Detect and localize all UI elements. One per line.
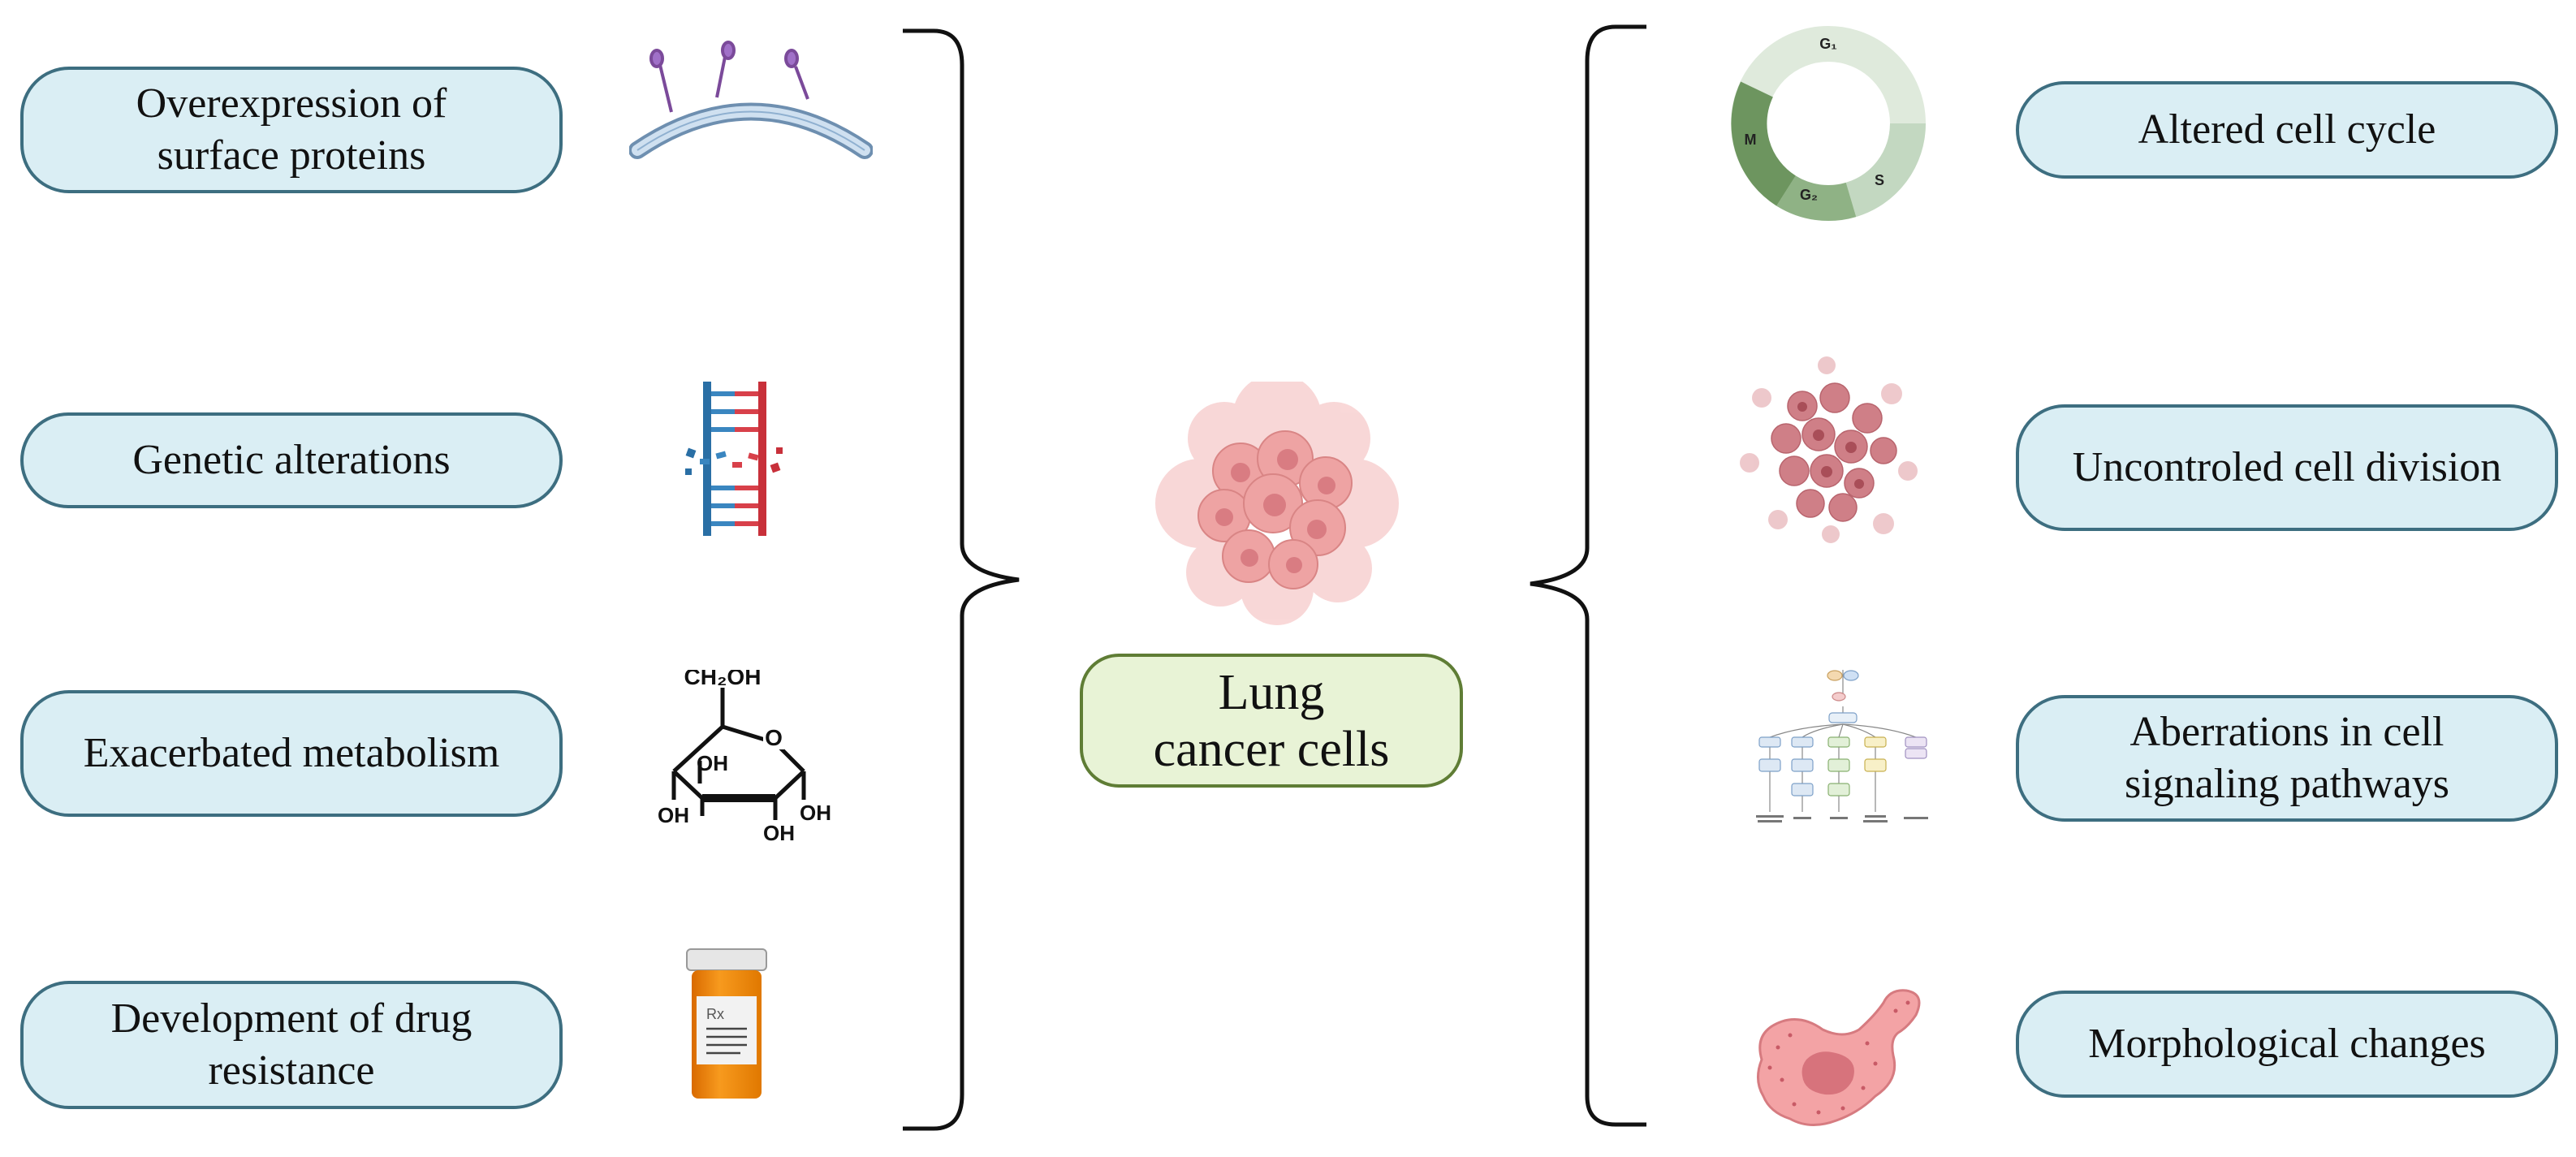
altered-cell-cycle-box: Altered cell cycle xyxy=(2016,81,2558,179)
center-label-line2: cancer cells xyxy=(1153,721,1390,777)
m-label: M xyxy=(1745,132,1757,148)
glucose-molecule-icon: CH₂OH O OH OH OH OH xyxy=(658,670,831,845)
box-label-line1: Exacerbated metabolism xyxy=(83,730,500,776)
uncontrolled-cell-division-box: Uncontroled cell division xyxy=(2016,404,2558,531)
box-label-line1: Uncontroled cell division xyxy=(2072,444,2502,490)
pill-bottle-icon: Rx xyxy=(686,948,767,1099)
rx-label: Rx xyxy=(706,1006,724,1022)
ch2oh-label: CH₂OH xyxy=(684,670,762,689)
oh-label-2: OH xyxy=(763,821,795,845)
box-label-line1: Altered cell cycle xyxy=(2138,106,2436,153)
cell-cycle-icon: G₁ S G₂ M xyxy=(1731,26,1927,222)
box-label-line1: Overexpression of xyxy=(136,80,447,127)
genetic-alterations-box: Genetic alterations xyxy=(20,412,563,508)
dna-icon xyxy=(685,382,783,536)
box-label-line1: Morphological changes xyxy=(2088,1021,2486,1067)
morphological-changes-box: Morphological changes xyxy=(2016,991,2558,1098)
oh-label-4: OH xyxy=(697,751,728,775)
drug-resistance-box: Development of drug resistance xyxy=(20,981,563,1109)
deformed-cell-icon xyxy=(1757,989,1921,1126)
box-label-line2: resistance xyxy=(208,1047,375,1094)
cancer-cell-cluster-icon xyxy=(1155,382,1399,625)
signaling-pathways-box: Aberrations in cell signaling pathways xyxy=(2016,695,2558,822)
box-label-line1: Genetic alterations xyxy=(132,437,451,483)
box-label-line2: signaling pathways xyxy=(2124,761,2450,807)
exacerbated-metabolism-box: Exacerbated metabolism xyxy=(20,690,563,817)
membrane-protein-icon xyxy=(629,41,873,159)
box-label-line1: Development of drug xyxy=(110,995,472,1042)
oh-label-1: OH xyxy=(800,801,831,825)
box-label-line2: surface proteins xyxy=(157,132,426,179)
g2-label: G₂ xyxy=(1800,187,1818,203)
right-curly-brace xyxy=(1530,24,1646,1127)
g1-label: G₁ xyxy=(1819,36,1836,52)
center-label-line1: Lung xyxy=(1218,664,1325,720)
s-label: S xyxy=(1875,172,1884,188)
oh-label-3: OH xyxy=(658,803,689,827)
ring-oxygen-label: O xyxy=(765,725,783,750)
box-label-line1: Aberrations in cell xyxy=(2129,709,2444,755)
cell-cluster-icon xyxy=(1740,356,1918,543)
lung-cancer-cells-box: Lung cancer cells xyxy=(1080,654,1463,788)
signaling-pathway-icon xyxy=(1756,670,1928,822)
left-curly-brace xyxy=(903,28,1020,1131)
overexpression-surface-proteins-box: Overexpression of surface proteins xyxy=(20,67,563,193)
